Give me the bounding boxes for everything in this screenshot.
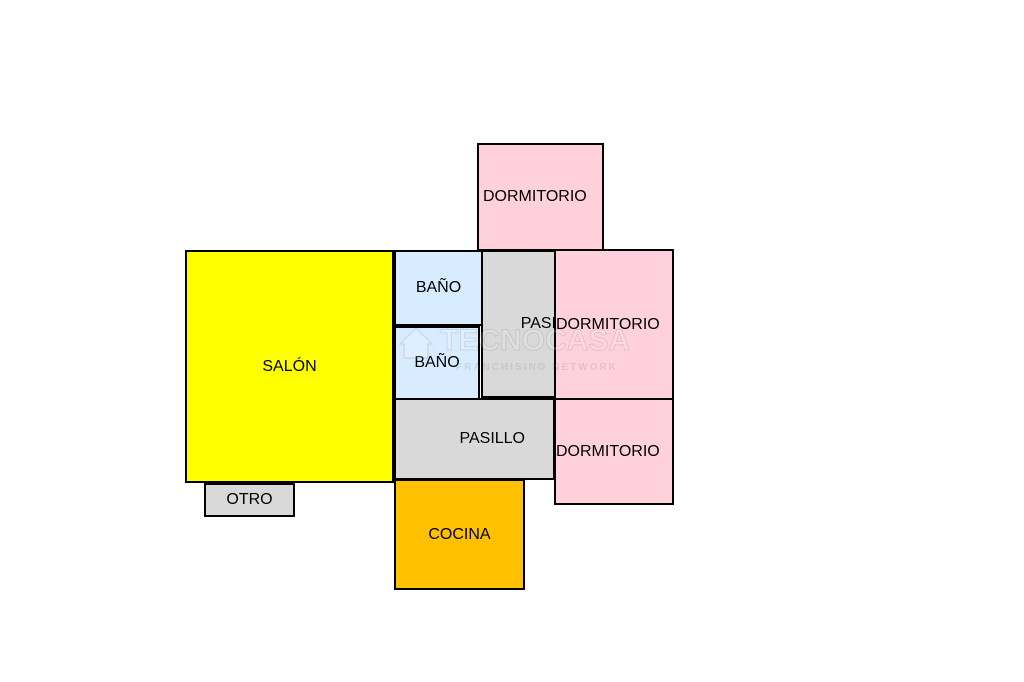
room-bano-lower: BAÑO <box>394 326 480 400</box>
room-label: PASILLO <box>459 430 525 447</box>
room-label: OTRO <box>226 491 273 508</box>
room-cocina: COCINA <box>394 479 525 590</box>
room-dormitorio-right: DORMITORIO <box>554 249 674 400</box>
room-label: SALÓN <box>262 357 317 375</box>
room-dormitorio-top: DORMITORIO <box>477 143 604 251</box>
room-salon: SALÓN <box>185 250 394 483</box>
room-label: PASI <box>520 315 556 332</box>
room-dormitorio-bottom: DORMITORIO <box>554 398 674 505</box>
room-label: DORMITORIO <box>483 188 587 205</box>
room-bano-upper: BAÑO <box>394 250 483 326</box>
room-label: DORMITORIO <box>556 315 660 333</box>
room-pasillo-narrow: PASI <box>481 250 556 398</box>
room-label: BAÑO <box>414 354 460 371</box>
room-label: DORMITORIO <box>556 442 660 460</box>
room-otro: OTRO <box>204 483 295 517</box>
room-label: BAÑO <box>415 279 462 296</box>
room-pasillo: PASILLO <box>394 398 555 480</box>
room-label: COCINA <box>428 525 491 543</box>
